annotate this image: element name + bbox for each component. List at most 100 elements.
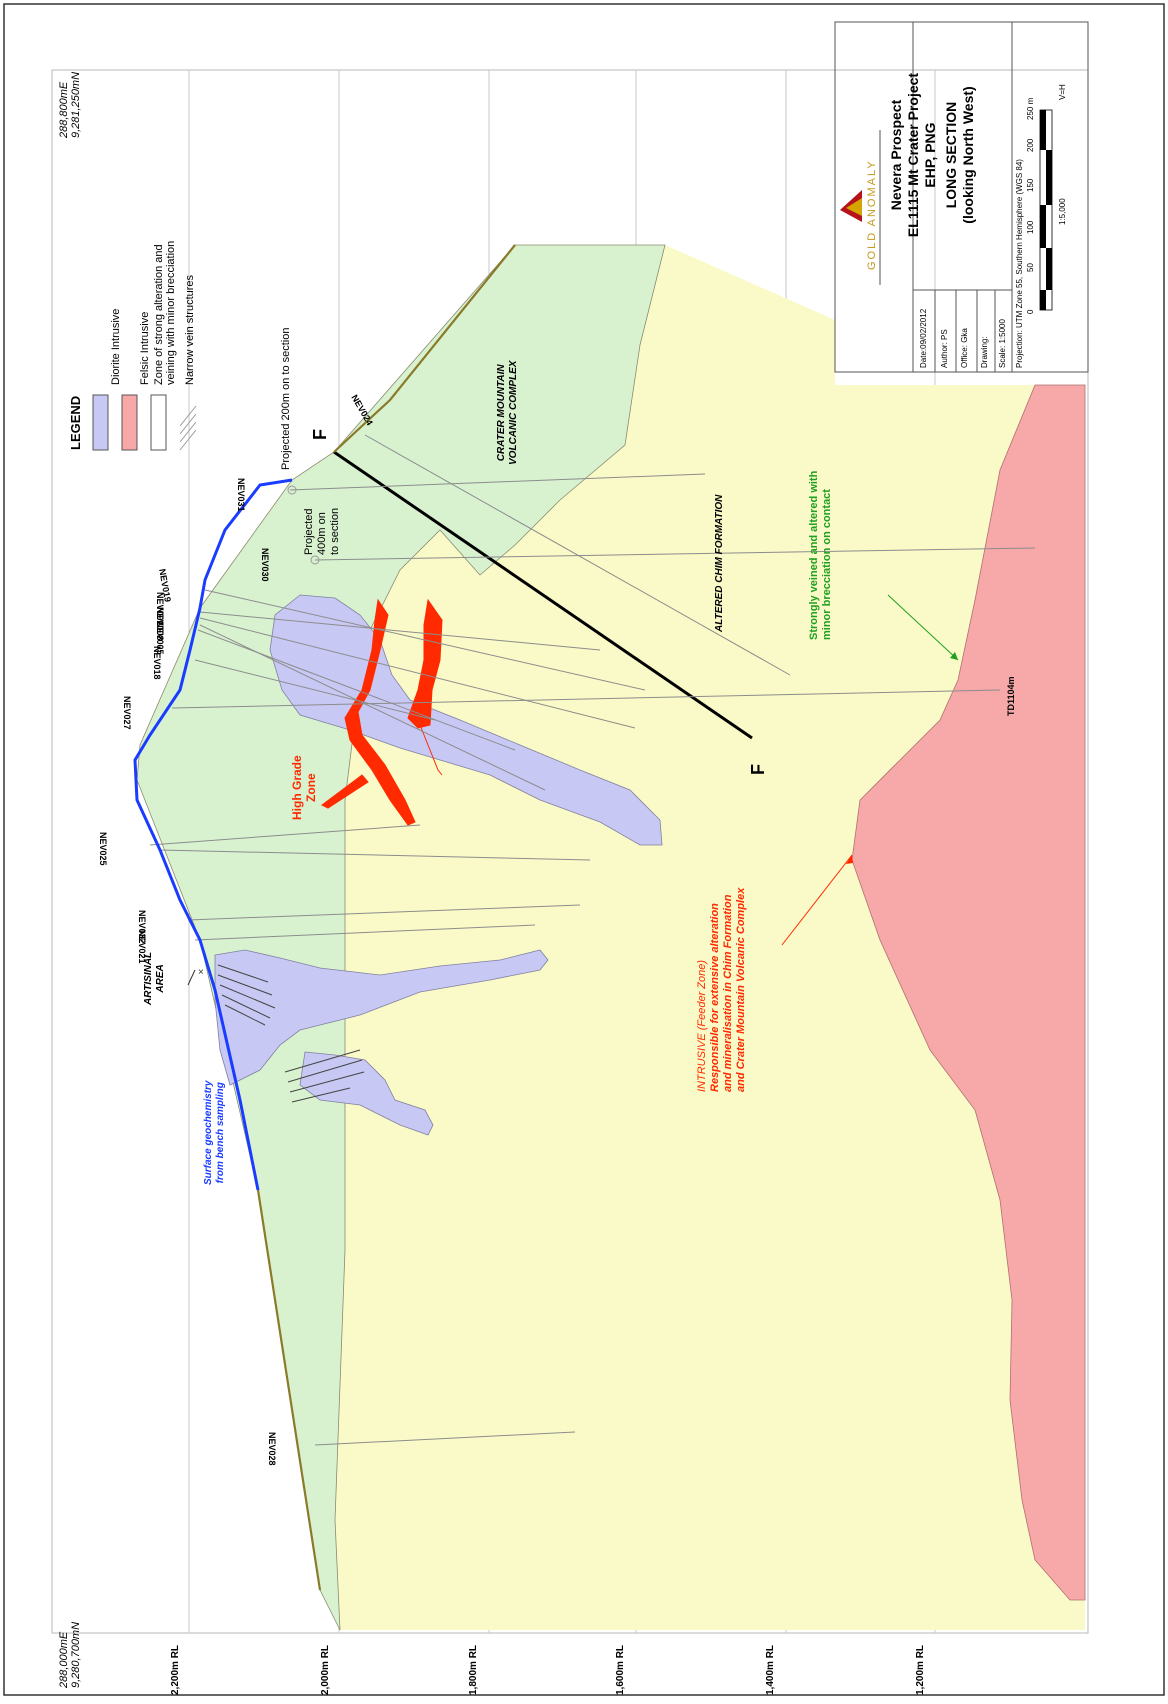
scale-tick-250: 250 m <box>1026 97 1035 120</box>
intrusive-line-2: Responsible for extensive alteration <box>709 903 721 1092</box>
legend-vein-line <box>179 421 197 443</box>
strongly-veined-line-1: Strongly veined and altered with <box>808 470 820 640</box>
high-grade-branch <box>417 719 443 776</box>
surface-geochem-line-1: Surface geochemistry <box>203 1080 214 1186</box>
artisinal-arrow <box>187 969 196 986</box>
legend-item-veins: Narrow vein structures <box>184 274 196 385</box>
legend-vein-line <box>179 413 197 435</box>
legend-swatch-veins <box>179 405 197 451</box>
high-grade-vein-2 <box>407 598 443 729</box>
title-line-4: LONG SECTION <box>943 101 959 209</box>
tb-office: Office: Gka <box>960 328 969 368</box>
vein-line <box>224 1004 266 1026</box>
drill-trace-nev031 <box>289 473 706 491</box>
vein-line <box>291 1087 351 1103</box>
vein-line <box>219 984 276 1009</box>
scale-bar-seg-5 <box>1040 110 1046 150</box>
high-grade-line-1: High Grade <box>290 755 304 820</box>
drillhole-label-nev027: NEV027 <box>122 696 132 730</box>
scale-bar <box>1039 109 1053 311</box>
high-grade-zone <box>321 598 443 826</box>
artisinal-cross: × <box>198 967 204 978</box>
gold-anomaly-logo <box>840 190 862 222</box>
rl-label-1800: 1,800m RL <box>468 1644 479 1695</box>
projected-200-label: Projected 200m on to section <box>280 327 292 470</box>
coord-top-right-n: 9,281,250mN <box>70 71 82 138</box>
high-grade-line-2: Zone <box>304 773 318 802</box>
tb-date: Date:09/02/2012 <box>919 308 928 368</box>
crater-volcanic-complex <box>136 244 666 1631</box>
strongly-veined-arrow <box>887 594 959 661</box>
projected-400-line-3: to section <box>329 507 341 555</box>
logo-gold-triangle <box>846 198 862 216</box>
legend-swatch-felsic <box>121 394 138 451</box>
drillhole-label-nev028: NEV028 <box>267 1432 277 1466</box>
surface-geochem-line-2: from bench sampling <box>215 1082 226 1184</box>
diorite-main-body <box>269 594 663 846</box>
projected-400-line-2: 400m on <box>316 512 328 555</box>
rl-label-1400: 1,400m RL <box>765 1644 776 1695</box>
intrusive-arrow <box>781 854 853 946</box>
vein-line <box>284 1049 361 1073</box>
vein-line <box>217 964 269 983</box>
drill-trace-nev002 <box>199 611 601 651</box>
title-line-3: EHP, PNG <box>922 122 938 188</box>
drill-trace-nev021 <box>194 924 536 941</box>
narrow-vein-structures <box>217 964 365 1103</box>
tb-author: Author: PS <box>940 329 949 368</box>
topography-line <box>256 244 516 1591</box>
strongly-veined-arrowhead <box>950 652 958 660</box>
title-block-heading: Nevera Prospect EL1115 Mt Crater Project… <box>888 25 977 285</box>
strongly-veined-line-2: minor brecciation on contact <box>821 489 833 640</box>
drill-trace-nev027 <box>171 689 1001 709</box>
intrusive-line-1: INTRUSIVE (Feeder Zone) <box>696 959 708 1092</box>
scale-bar-seg-1 <box>1040 290 1046 310</box>
title-block-outline <box>834 21 1089 373</box>
drillhole-label-nev018: NEV018 <box>152 646 162 680</box>
scale-tick-50: 50 <box>1026 263 1035 272</box>
legend-vein-line <box>179 429 197 451</box>
drill-trace-nev028 <box>314 1431 576 1446</box>
high-grade-vein-1 <box>344 598 416 826</box>
projected-400-label: Projected 400m on to section <box>303 508 342 555</box>
felsic-intrusive-body <box>851 384 1086 1601</box>
legend-item-diorite: Diorite Intrusive <box>110 308 122 385</box>
rl-label-1600: 1,600m RL <box>615 1644 626 1695</box>
rl-label-1200: 1,200m RL <box>915 1644 926 1695</box>
drill-trace-nev019 <box>204 589 646 691</box>
scale-tick-100: 100 <box>1026 220 1035 234</box>
company-name: GOLD ANOMALY <box>866 159 878 270</box>
projected-collar-nev031 <box>287 485 297 495</box>
legend-item-alteration: Zone of strong alteration and veining wi… <box>153 225 177 385</box>
surface-geochem-label: Surface geochemistry from bench sampling <box>203 1081 227 1186</box>
legend-swatches <box>92 394 197 451</box>
crater-complex-line-1: CRATER MOUNTAIN <box>496 364 507 462</box>
surface-geochemistry-line <box>133 478 293 1191</box>
scale-bar-seg-3 <box>1040 205 1046 248</box>
vein-line <box>289 1071 365 1093</box>
projected-collar-nev030 <box>310 555 320 565</box>
scale-bar-outline <box>1039 109 1053 311</box>
coord-bottom-left-e: 288,000mE <box>58 1631 70 1688</box>
coord-top-right: 288,800mE 9,281,250mN <box>58 72 82 138</box>
legend-title: LEGEND <box>68 395 83 450</box>
drill-trace-nev018 <box>194 659 436 721</box>
tb-projection: Projection: UTM Zone 55, Southern Hemisp… <box>1015 159 1024 368</box>
drillhole-label-nev030: NEV030 <box>260 548 270 582</box>
drill-traces <box>149 434 1036 1446</box>
rl-label-2200: 2,200m RL <box>170 1644 181 1695</box>
coord-top-right-e: 288,800mE <box>58 81 70 138</box>
td-label: TD1104m <box>1006 676 1016 716</box>
drill-trace-nev025b <box>159 849 591 861</box>
title-line-1: Nevera Prospect <box>888 99 904 211</box>
artisinal-line-2: AREA <box>155 964 166 993</box>
scale-bar-seg-4 <box>1046 150 1052 205</box>
legend-item-alteration-text: Zone of strong alteration and veining wi… <box>153 240 177 385</box>
vein-line <box>287 1059 363 1083</box>
drillhole-label-nev021: NEV021 <box>137 930 147 964</box>
drillhole-label-nev031: NEV031 <box>236 478 246 512</box>
legend-swatch-diorite <box>92 394 109 451</box>
scale-bar-seg-2 <box>1046 248 1052 290</box>
projected-400-line-1: Projected <box>303 508 315 555</box>
intrusive-line-3: and mineralisation in Chim Formation <box>722 894 734 1092</box>
